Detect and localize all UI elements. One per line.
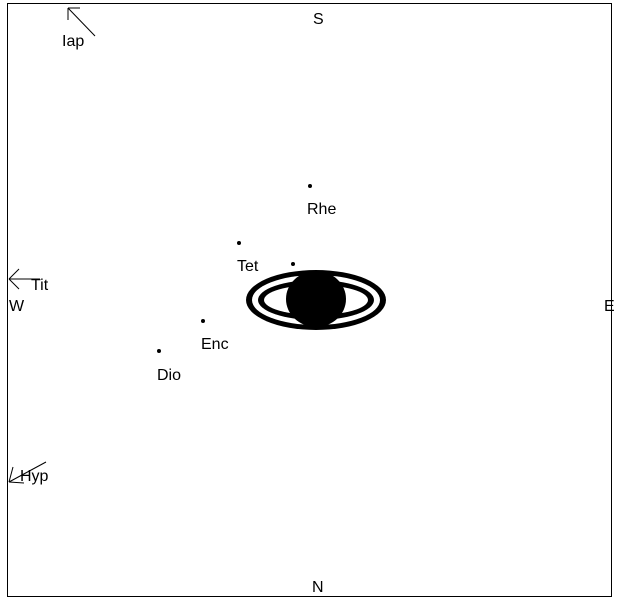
moon-titan-label: Tit bbox=[31, 277, 49, 294]
moon-rhea-dot bbox=[308, 184, 312, 188]
iapetus-arrow-icon bbox=[67, 7, 96, 37]
moon-iapetus-label: Iap bbox=[62, 33, 84, 50]
hyperion-arrow-icon bbox=[8, 461, 47, 484]
moon-tethys-label: Tet bbox=[237, 258, 259, 275]
compass-south-label: S bbox=[313, 11, 324, 28]
moon-tethys-dot bbox=[237, 241, 241, 245]
moon-dione-dot bbox=[157, 349, 161, 353]
moon-dot-icon bbox=[291, 262, 295, 266]
titan-arrow-icon bbox=[8, 268, 40, 290]
moon-rhea-label: Rhe bbox=[307, 201, 336, 218]
moon-enceladus-dot bbox=[201, 319, 205, 323]
compass-west-label: W bbox=[9, 298, 25, 315]
compass-north-label: N bbox=[312, 579, 324, 596]
moon-hyperion-label: Hyp bbox=[20, 468, 49, 485]
moon-enceladus-label: Enc bbox=[201, 336, 229, 353]
saturn-icon bbox=[246, 270, 386, 330]
moon-dione-label: Dio bbox=[157, 367, 181, 384]
compass-east-label: E bbox=[604, 298, 615, 315]
